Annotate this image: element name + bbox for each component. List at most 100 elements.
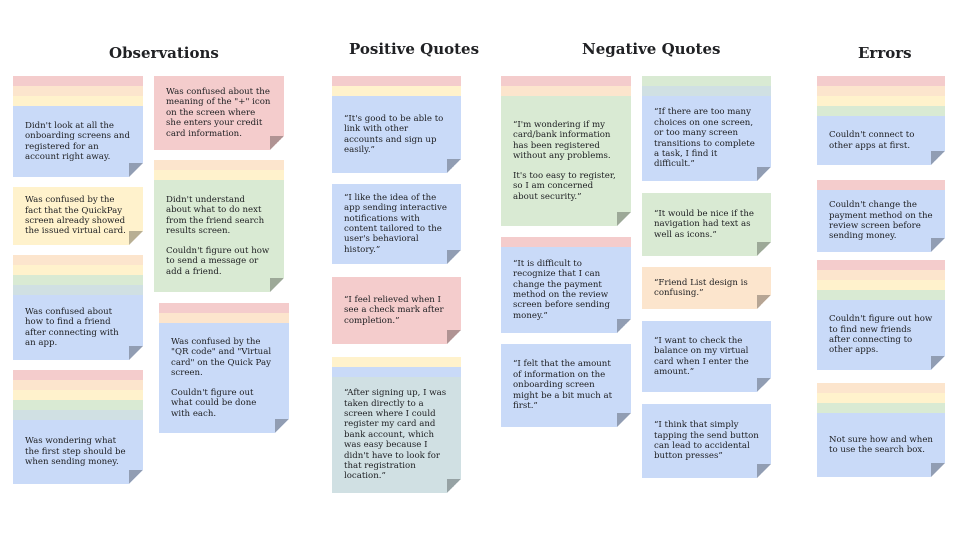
note-paragraph: It's too easy to register, so I am conce… <box>513 170 616 202</box>
note-text: “It's good to be able to link with other… <box>344 94 449 156</box>
note-paragraph: “Friend List design is confusing.” <box>654 277 748 298</box>
note-paragraph: “If there are too many choices on one sc… <box>654 107 755 170</box>
note-paragraph: “I think that simply tapping the send bu… <box>654 420 759 462</box>
note-color-stripe <box>332 357 461 367</box>
sticky-note: “If there are too many choices on one sc… <box>642 76 771 181</box>
note-text: Was wondering what the first step should… <box>25 386 131 467</box>
note-text: Was confused about the meaning of the "+… <box>166 87 272 139</box>
note-paragraph: “After signing up, I was taken directly … <box>344 388 447 482</box>
note-color-stripe <box>817 270 945 280</box>
note-paragraph: Couldn't figure out how to find new frie… <box>829 314 933 356</box>
note-color-stripe <box>817 86 945 96</box>
sticky-note: Not sure how and when to use the search … <box>817 383 945 477</box>
sticky-note: “I'm wondering if my card/bank informati… <box>501 76 631 226</box>
sticky-note: “I want to check the balance on my virtu… <box>642 321 771 392</box>
sticky-note: Was wondering what the first step should… <box>13 370 143 484</box>
note-paragraph: “I want to check the balance on my virtu… <box>654 335 749 377</box>
note-text: Not sure how and when to use the search … <box>829 405 933 456</box>
note-color-stripe <box>332 367 461 377</box>
note-color-stripe <box>13 265 143 275</box>
note-text: “I'm wondering if my card/bank informati… <box>513 100 619 202</box>
note-text: Couldn't connect to other apps at first. <box>829 90 933 151</box>
sticky-note: Was confused by the fact that the QuickP… <box>13 187 143 245</box>
note-paragraph: Couldn't change the payment method on th… <box>829 200 933 242</box>
note-color-stripe <box>13 380 143 390</box>
note-color-stripe <box>154 170 284 180</box>
note-text: “I think that simply tapping the send bu… <box>654 420 759 462</box>
note-color-stripe <box>13 400 143 410</box>
note-text: Couldn't figure out how to find new frie… <box>829 274 933 356</box>
note-color-stripe <box>154 160 284 170</box>
sticky-note: Didn't look at all the onboarding screen… <box>13 76 143 177</box>
note-text: Didn't understand about what to do next … <box>166 175 272 277</box>
note-paragraph: Was confused about how to find a friend … <box>25 306 119 348</box>
note-paragraph: Was confused by the fact that the QuickP… <box>25 195 126 237</box>
note-paragraph: Was confused by the "QR code" and "Virtu… <box>171 337 272 379</box>
sticky-note: Couldn't connect to other apps at first. <box>817 76 945 165</box>
note-text: “I want to check the balance on my virtu… <box>654 336 759 378</box>
sticky-note: “It would be nice if the navigation had … <box>642 193 771 256</box>
note-color-stripe <box>332 76 461 86</box>
sticky-note: Couldn't figure out how to find new frie… <box>817 260 945 370</box>
note-text: “If there are too many choices on one sc… <box>654 87 759 169</box>
note-paragraph: “It is difficult to recognize that I can… <box>513 258 610 321</box>
sticky-note: “After signing up, I was taken directly … <box>332 357 461 493</box>
note-color-stripe <box>817 383 945 393</box>
note-paragraph: Couldn't figure out what could be done w… <box>171 387 257 419</box>
sticky-note: Couldn't change the payment method on th… <box>817 180 945 252</box>
note-paragraph: “I like the idea of the app sending inte… <box>344 192 447 255</box>
note-color-stripe <box>13 255 143 265</box>
sticky-note: “I feel relieved when I see a check mark… <box>332 277 461 344</box>
note-paragraph: “I feel relieved when I see a check mark… <box>344 294 444 326</box>
sticky-note: “It is difficult to recognize that I can… <box>501 237 631 333</box>
note-color-stripe <box>159 303 289 313</box>
note-color-stripe <box>332 86 461 96</box>
heading-positive-quotes: Positive Quotes <box>349 40 480 58</box>
note-text: “After signing up, I was taken directly … <box>344 368 449 482</box>
sticky-note: “I think that simply tapping the send bu… <box>642 404 771 478</box>
note-paragraph: Didn't look at all the onboarding screen… <box>25 120 130 162</box>
note-color-stripe <box>817 96 945 106</box>
note-color-stripe <box>13 285 143 295</box>
sticky-note: “It's good to be able to link with other… <box>332 76 461 173</box>
note-text: Was confused about how to find a friend … <box>25 267 131 349</box>
note-color-stripe <box>817 403 945 413</box>
note-color-stripe <box>501 237 631 247</box>
note-color-stripe <box>13 96 143 106</box>
note-color-stripe <box>817 260 945 270</box>
note-color-stripe <box>642 76 771 86</box>
note-color-stripe <box>817 106 945 116</box>
note-text: “Friend List design is confusing.” <box>654 278 759 299</box>
note-text: “I feel relieved when I see a check mark… <box>344 295 449 326</box>
sticky-note: “I like the idea of the app sending inte… <box>332 184 461 264</box>
sticky-note: “Friend List design is confusing.” <box>642 267 771 309</box>
note-color-stripe <box>501 86 631 96</box>
note-paragraph: “It would be nice if the navigation had … <box>654 208 754 240</box>
heading-negative-quotes: Negative Quotes <box>582 40 721 58</box>
note-color-stripe <box>501 76 631 86</box>
note-paragraph: Couldn't figure out how to send a messag… <box>166 245 270 277</box>
note-text: “I like the idea of the app sending inte… <box>344 193 449 255</box>
note-paragraph: “It's good to be able to link with other… <box>344 113 444 155</box>
note-text: “It would be nice if the navigation had … <box>654 209 759 240</box>
sticky-note: Was confused by the "QR code" and "Virtu… <box>159 303 289 433</box>
note-paragraph: Was confused about the meaning of the "+… <box>166 86 271 139</box>
note-paragraph: Not sure how and when to use the search … <box>829 434 933 455</box>
note-paragraph: Was wondering what the first step should… <box>25 436 126 468</box>
note-color-stripe <box>159 313 289 323</box>
note-paragraph: “I felt that the amount of information o… <box>513 359 613 412</box>
note-text: Was confused by the fact that the QuickP… <box>25 195 131 237</box>
note-text: “I felt that the amount of information o… <box>513 359 619 411</box>
sticky-note: Didn't understand about what to do next … <box>154 160 284 292</box>
note-color-stripe <box>817 393 945 403</box>
note-paragraph: Didn't understand about what to do next … <box>166 195 265 237</box>
note-color-stripe <box>817 290 945 300</box>
note-color-stripe <box>13 86 143 96</box>
note-text: Couldn't change the payment method on th… <box>829 190 933 242</box>
note-color-stripe <box>817 280 945 290</box>
note-color-stripe <box>817 76 945 86</box>
note-color-stripe <box>642 86 771 96</box>
note-paragraph: Couldn't connect to other apps at first. <box>829 130 915 151</box>
note-text: “It is difficult to recognize that I can… <box>513 249 619 321</box>
note-color-stripe <box>817 180 945 190</box>
